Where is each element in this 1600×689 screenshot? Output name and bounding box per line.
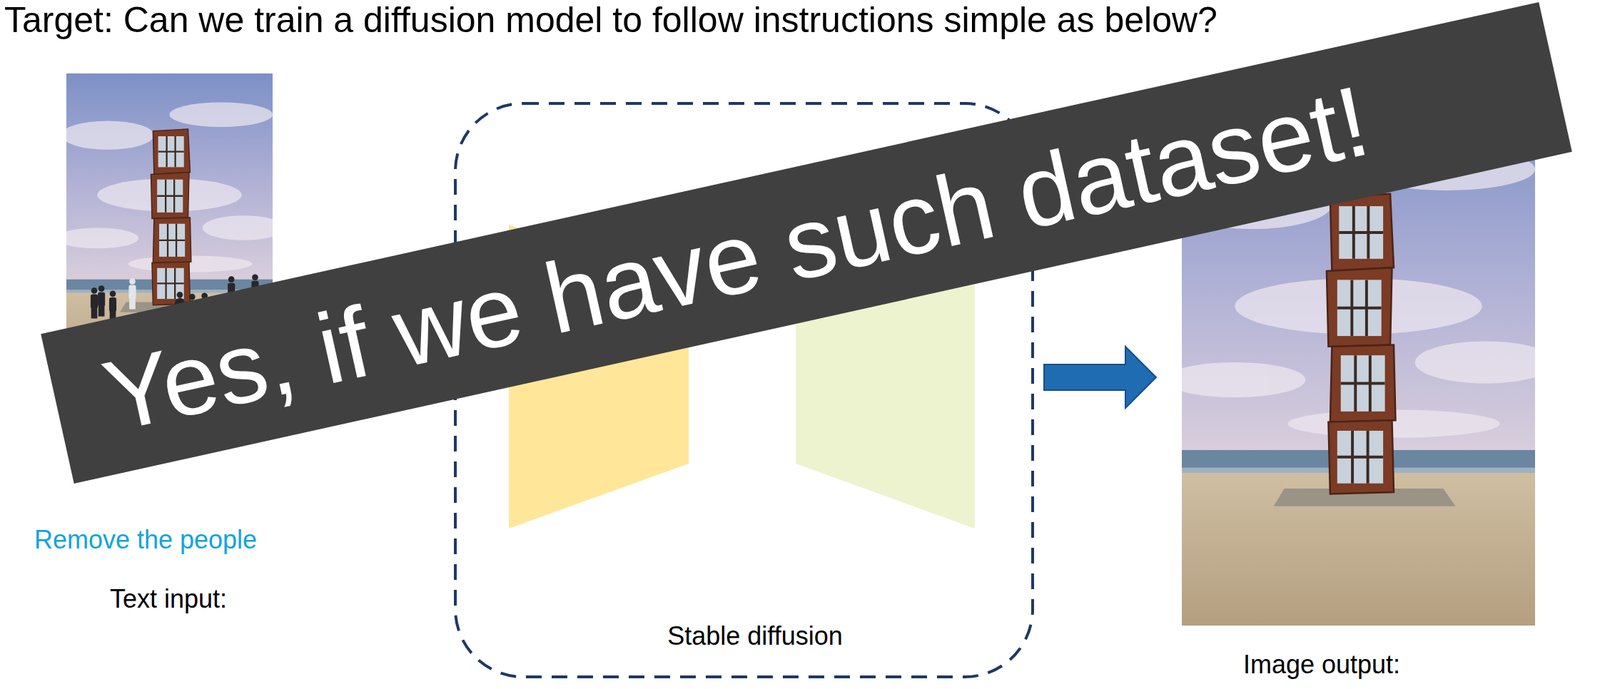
text-slot: Image output: [1243,650,1401,680]
flow-arrow [1044,346,1157,409]
model-label: Stable diffusion [667,621,843,651]
banner: Yes, if we have such dataset! [40,1,1573,484]
title-slot: Target: Can we train a diffusion model t… [4,0,1218,42]
text-slot: Text input: [109,584,227,614]
instruction-text: Remove the people [34,525,257,555]
text-slot: Remove the people [34,525,257,555]
text-slot: Stable diffusion [667,621,843,651]
input-caption: Text input: [109,584,227,614]
banner-text: Yes, if we have such dataset! [94,64,1379,452]
output-caption: Image output: [1243,650,1401,680]
slide-title: Target: Can we train a diffusion model t… [4,0,1218,42]
